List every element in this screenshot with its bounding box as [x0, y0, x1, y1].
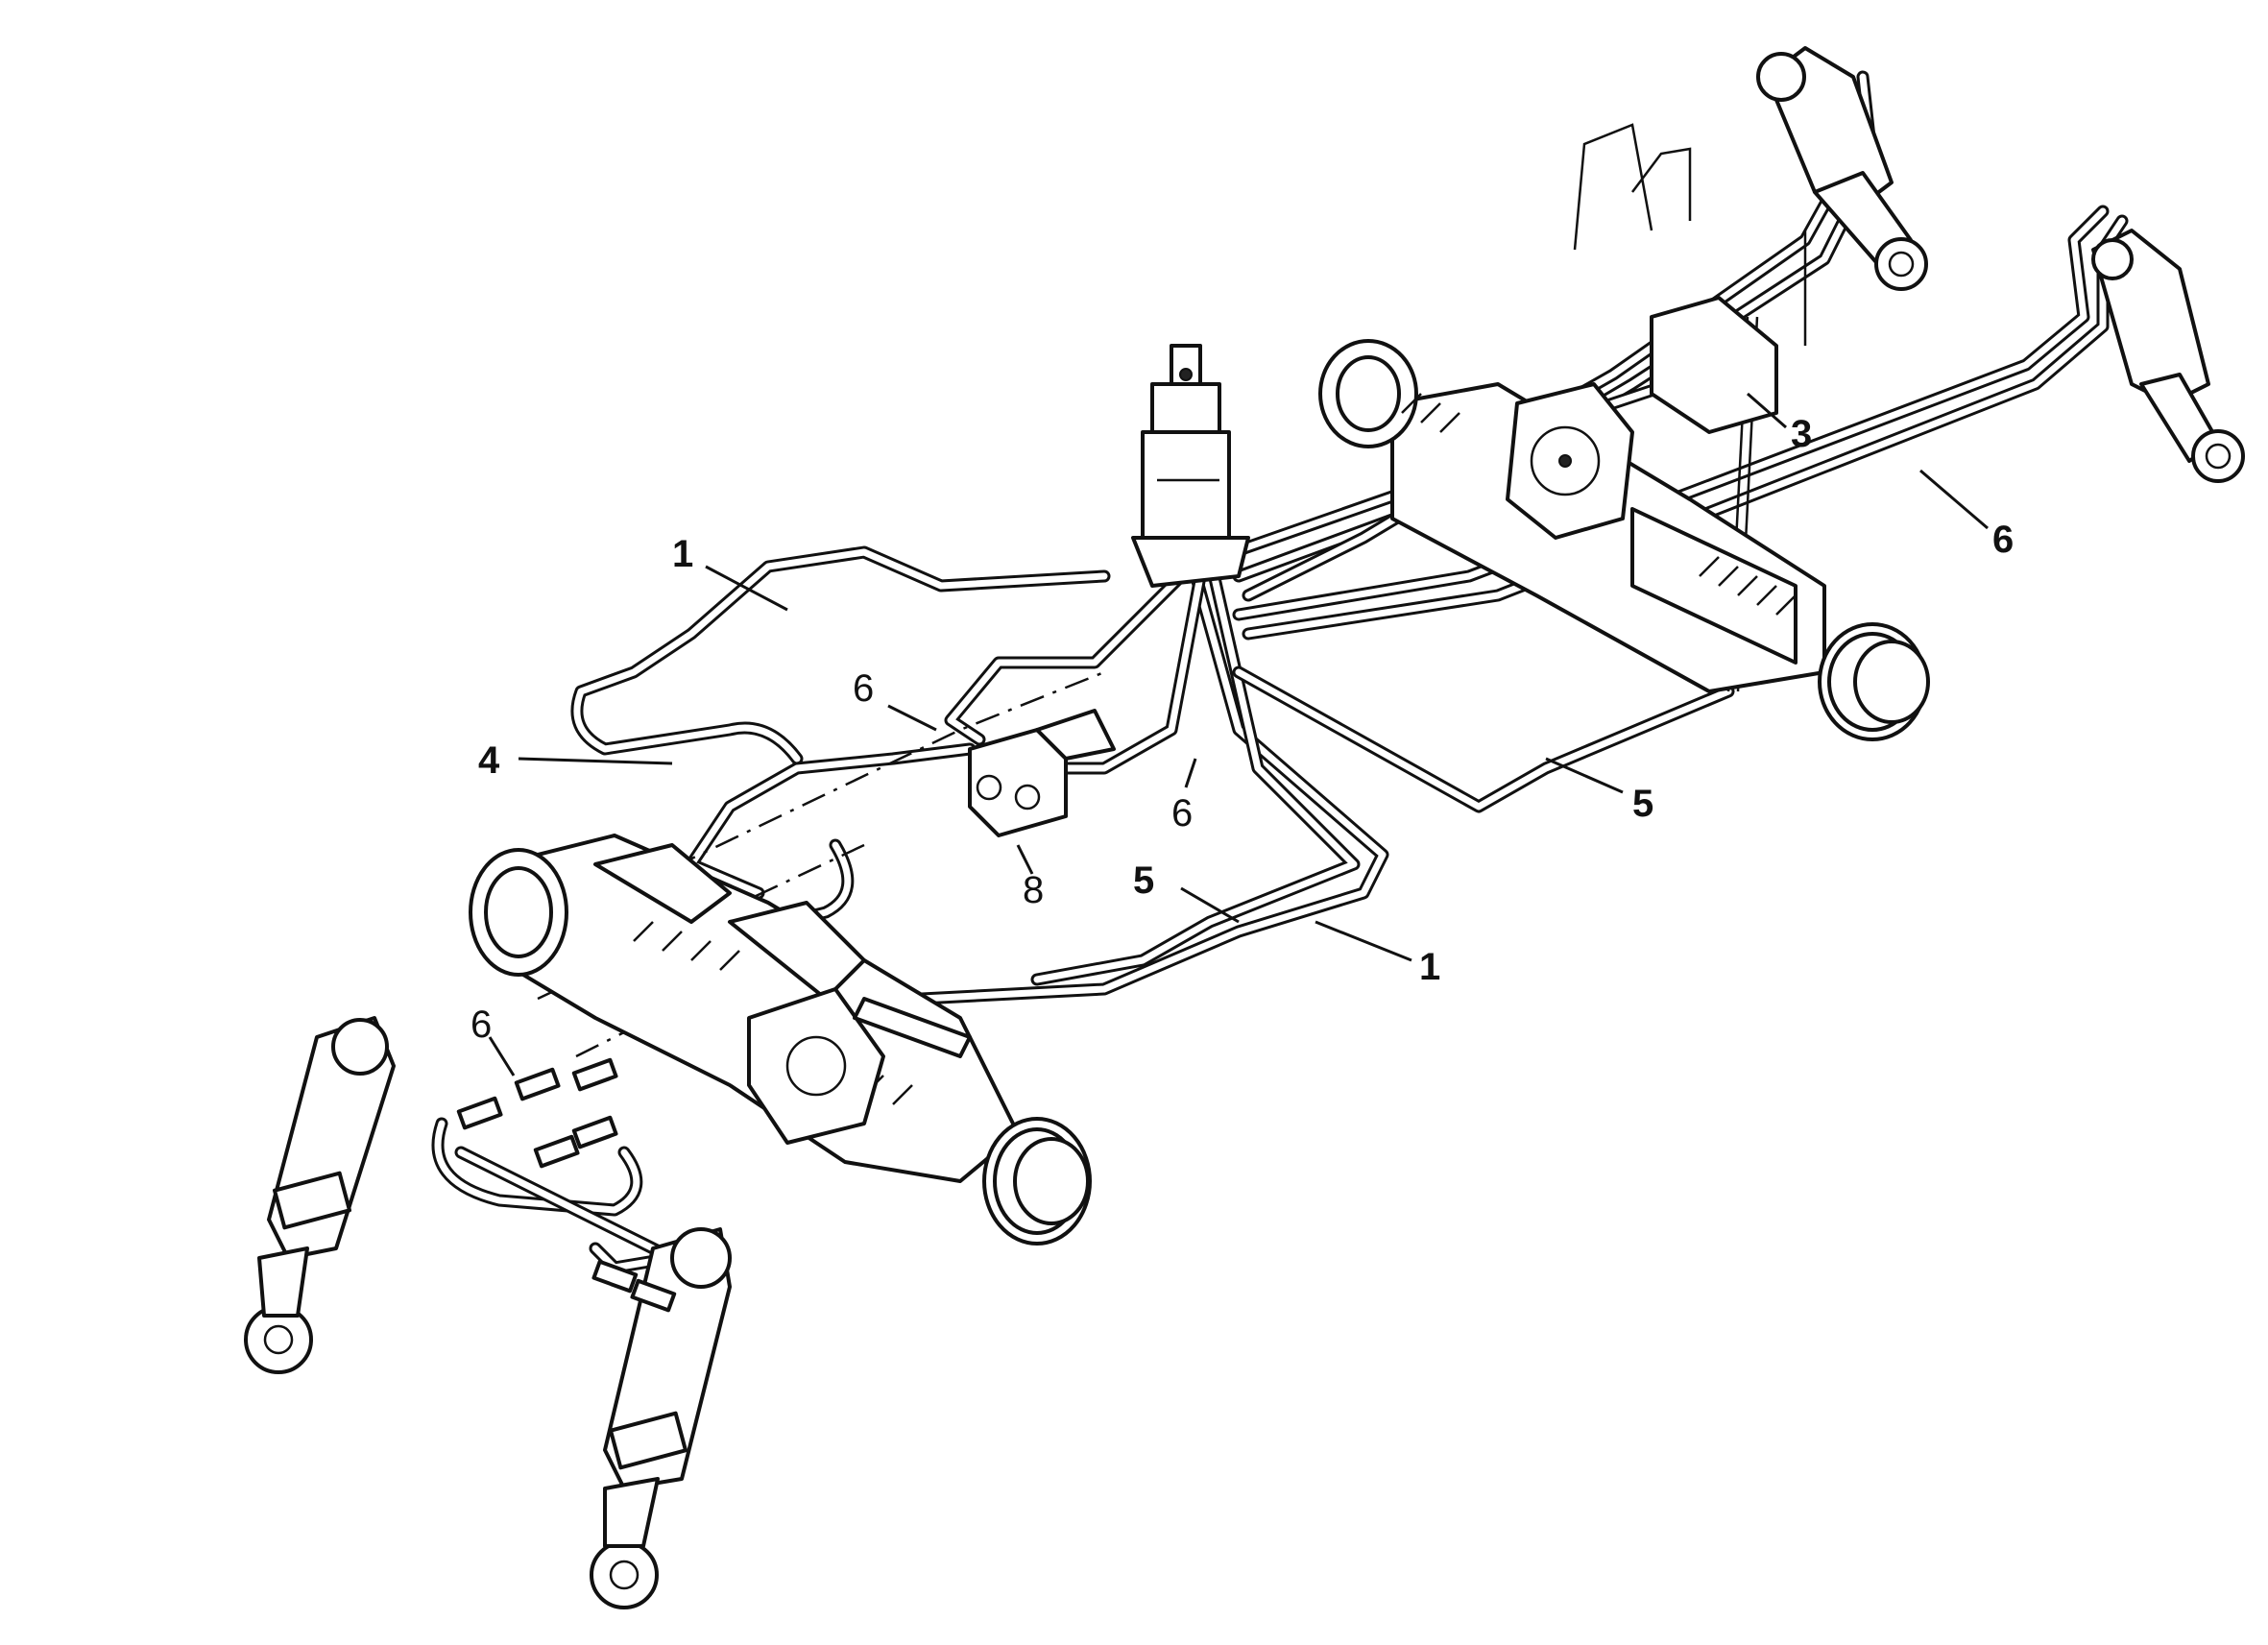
callout-6-top: 6 [853, 667, 874, 710]
rear-cylinder-right [2091, 229, 2245, 483]
callout-1-bottom: 1 [1419, 946, 1440, 988]
callout-labels: 1 1 3 4 5 5 6 6 6 6 8 [470, 413, 2014, 1046]
hose-fittings [456, 1057, 677, 1313]
rear-axle [1318, 296, 1930, 741]
steering-valve [1131, 344, 1250, 588]
front-axle [469, 834, 1092, 1246]
line-6-top [685, 742, 977, 900]
callout-6-mid: 6 [1171, 792, 1193, 835]
callout-4: 4 [478, 739, 500, 782]
rear-cylinder-top [1756, 46, 1928, 291]
front-cylinder-left [244, 1016, 396, 1374]
callout-8: 8 [1023, 869, 1044, 911]
callout-6-left: 6 [470, 1004, 492, 1046]
callout-3: 3 [1791, 413, 1812, 455]
callout-5-left: 5 [1133, 859, 1154, 902]
front-cylinder-right [590, 1227, 732, 1609]
valve-block-8 [968, 709, 1116, 837]
callout-5-right: 5 [1632, 783, 1653, 825]
callout-6-right: 6 [1992, 519, 2014, 561]
callout-leaders [488, 392, 1989, 1077]
callout-1-top: 1 [672, 533, 693, 575]
